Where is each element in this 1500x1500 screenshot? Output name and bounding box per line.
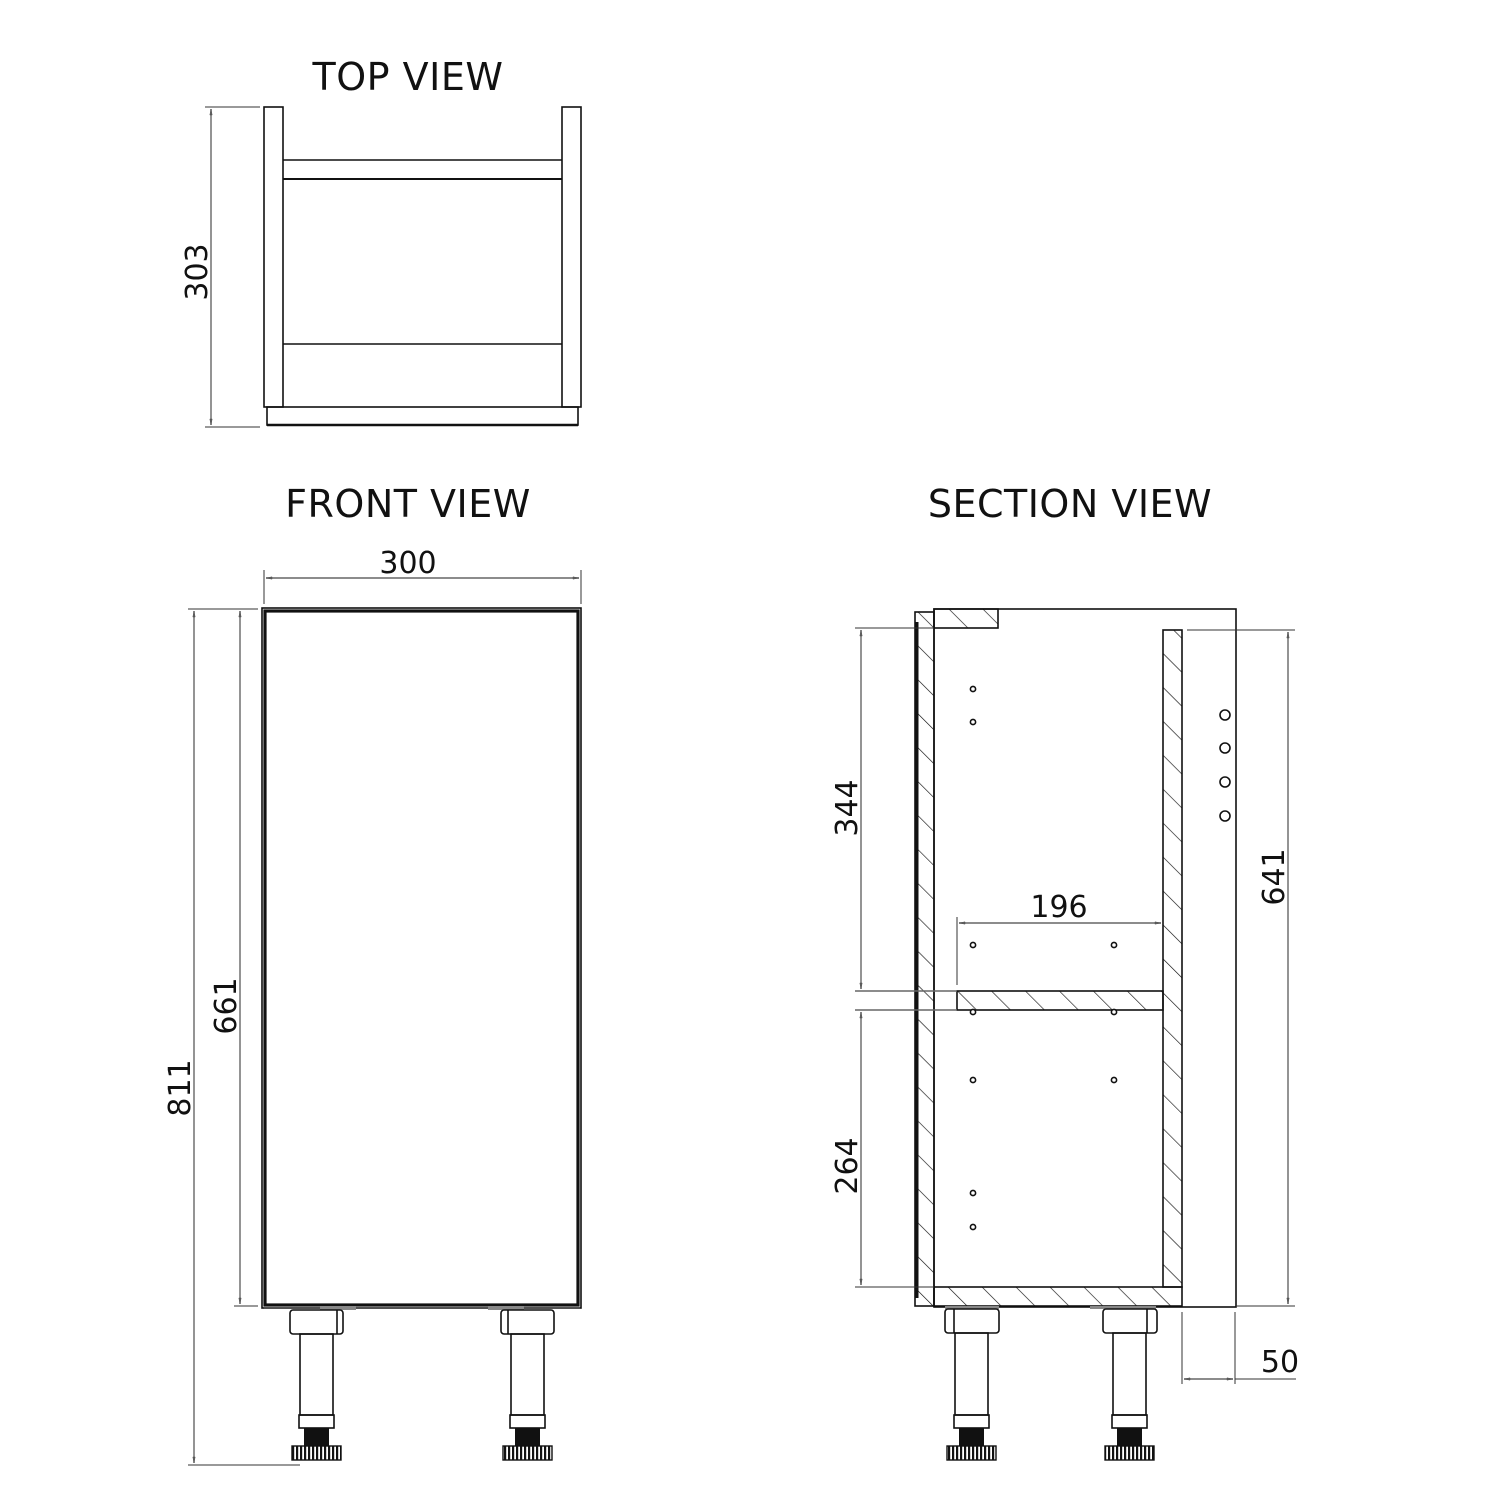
section-upper-label: 344 bbox=[830, 779, 865, 836]
section-leg-left bbox=[944, 1306, 1000, 1461]
section-side-height-dimension: 641 bbox=[1187, 629, 1295, 1307]
front-view-title: FRONT VIEW bbox=[285, 482, 531, 526]
section-lower-label: 264 bbox=[830, 1137, 865, 1194]
front-width-label: 300 bbox=[379, 546, 436, 581]
section-bottom-panel bbox=[933, 1286, 1183, 1307]
section-lower-dimension: 264 bbox=[830, 1009, 957, 1288]
section-view-title: SECTION VIEW bbox=[928, 482, 1212, 526]
top-right-panel bbox=[561, 106, 582, 408]
section-top-rail bbox=[933, 608, 999, 629]
front-leg-right bbox=[488, 1306, 555, 1461]
section-view: SECTION VIEW bbox=[830, 482, 1299, 1461]
front-door-height-dimension: 661 bbox=[209, 608, 258, 1307]
top-door bbox=[266, 406, 579, 426]
top-view-title: TOP VIEW bbox=[312, 55, 504, 99]
section-upper-dimension: 344 bbox=[830, 627, 957, 992]
section-toe-kick-dimension: 50 bbox=[1181, 1312, 1299, 1384]
section-back-panel bbox=[1162, 629, 1183, 1288]
section-carcass-outline bbox=[933, 608, 1237, 1308]
section-shelf-depth-dimension: 196 bbox=[956, 890, 1162, 985]
section-shelf-depth-label: 196 bbox=[1030, 890, 1087, 925]
top-depth-label: 303 bbox=[180, 243, 215, 300]
section-door bbox=[914, 611, 935, 1307]
front-total-height-dimension: 811 bbox=[163, 608, 300, 1466]
front-leg-left bbox=[289, 1306, 356, 1461]
cabinet-door bbox=[263, 609, 580, 1307]
shelf-pin-holes bbox=[969, 685, 1118, 1231]
front-width-dimension: 300 bbox=[263, 546, 582, 604]
top-depth-dimension: 303 bbox=[180, 106, 260, 428]
cabinet-carcass bbox=[261, 607, 582, 1309]
front-view: FRONT VIEW 300 661 811 bbox=[163, 482, 582, 1466]
top-view: TOP VIEW 303 bbox=[180, 55, 582, 428]
hinge-holes bbox=[1219, 709, 1231, 822]
section-toe-kick-label: 50 bbox=[1261, 1345, 1299, 1380]
front-total-height-label: 811 bbox=[163, 1059, 198, 1116]
section-side-height-label: 641 bbox=[1257, 848, 1292, 905]
front-door-height-label: 661 bbox=[209, 977, 244, 1034]
top-left-panel bbox=[263, 106, 284, 408]
section-leg-right bbox=[1090, 1306, 1158, 1461]
section-shelf bbox=[956, 990, 1164, 1011]
